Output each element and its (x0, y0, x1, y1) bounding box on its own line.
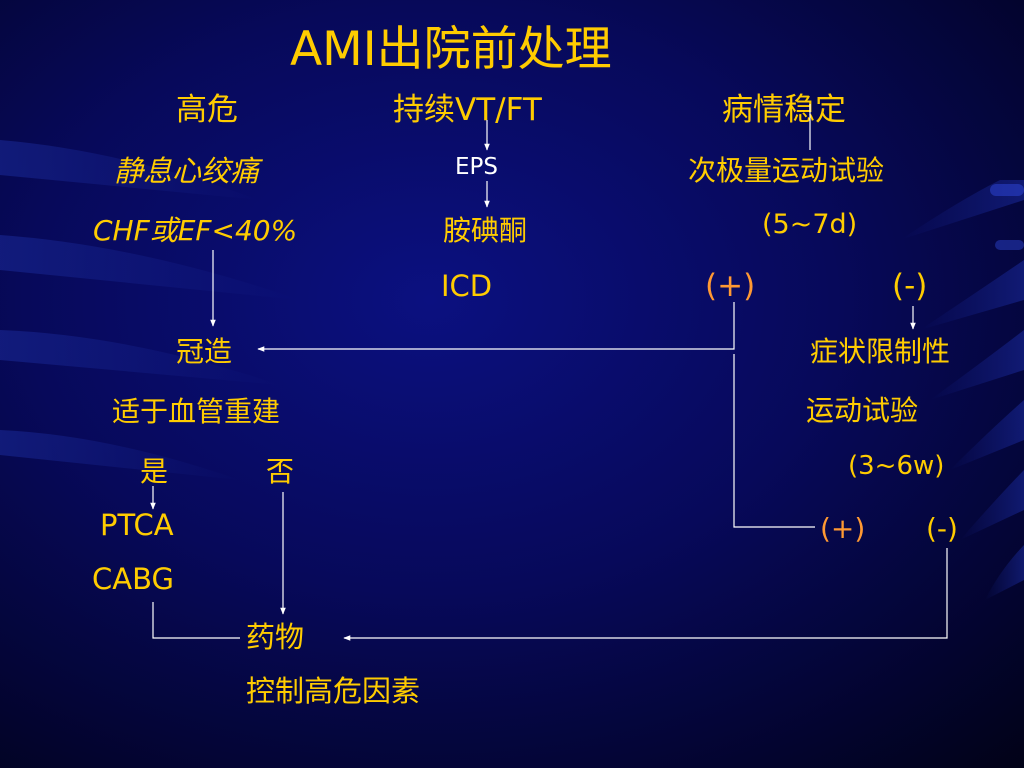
header-stable: 病情稳定 (722, 92, 846, 128)
coronary-angiography: 冠造 (176, 335, 233, 368)
symptom-limited: 症状限制性 (810, 335, 951, 368)
weeks-label: (3~6w) (848, 451, 945, 481)
negative-2: (-) (926, 512, 958, 545)
days-label: (5~7d) (762, 209, 858, 240)
control-risk-factors: 控制高危因素 (246, 674, 421, 708)
connector-cabg-to-medication (152, 602, 240, 639)
positive-1: (+) (705, 268, 756, 304)
arrow-pos1-to-angiography (257, 302, 735, 352)
icd-label: ICD (441, 269, 493, 303)
streak-right-3 (930, 330, 1024, 400)
submax-exercise-test: 次极量运动试验 (688, 154, 885, 187)
resting-angina: 静息心绞痛 (114, 154, 260, 188)
streak-right-2 (920, 260, 1024, 330)
streak-right-5 (960, 470, 1024, 540)
suitable-revascularization: 适于血管重建 (112, 395, 281, 428)
streak-left-3 (0, 330, 280, 385)
edge-bar-2 (995, 240, 1024, 250)
streak-left-4 (0, 430, 240, 480)
exercise-test: 运动试验 (806, 394, 919, 427)
arrow-neg2-to-medication (343, 548, 948, 641)
eps-label: EPS (455, 154, 499, 180)
header-sustained-vt: 持续VT/FT (393, 92, 542, 128)
slide-title: AMI出院前处理 (290, 22, 612, 77)
yes-label: 是 (140, 455, 169, 488)
ptca-label: PTCA (100, 508, 174, 542)
connector-pos2-loop (733, 354, 815, 528)
positive-2: (+) (820, 512, 866, 545)
chf-ef: CHF或EF<40% (93, 214, 298, 247)
streak-right-6 (985, 545, 1024, 600)
no-label: 否 (266, 455, 295, 488)
amiodarone-label: 胺碘酮 (443, 214, 528, 247)
streak-right-4 (950, 400, 1024, 470)
streak-left-1 (0, 140, 260, 200)
negative-1: (-) (892, 268, 928, 304)
cabg-label: CABG (92, 562, 174, 596)
streak-left-2 (0, 235, 300, 300)
medication-label: 药物 (246, 620, 305, 654)
header-high-risk: 高危 (176, 92, 238, 128)
edge-bar-1 (990, 184, 1024, 196)
